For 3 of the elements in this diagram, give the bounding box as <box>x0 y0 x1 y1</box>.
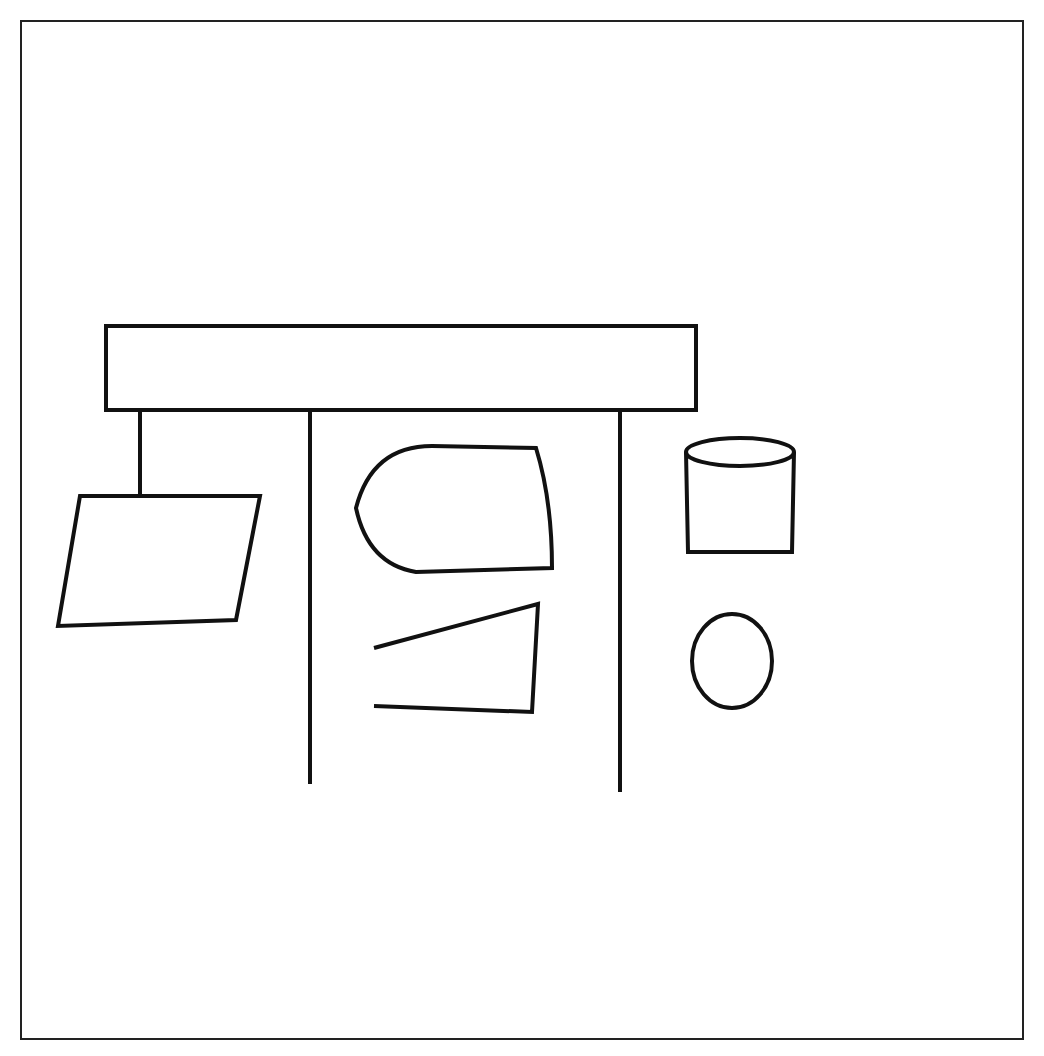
connector-line <box>618 412 622 792</box>
connector-line <box>138 412 142 496</box>
connector-line <box>308 412 312 784</box>
